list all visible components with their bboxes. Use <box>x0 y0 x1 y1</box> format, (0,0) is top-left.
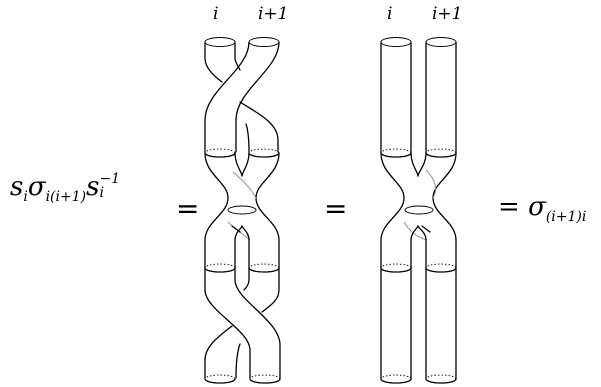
middle-straight-cobordism <box>380 37 457 384</box>
lower-cross-over-right <box>234 267 281 379</box>
s-inverse-symbol: s <box>86 172 100 202</box>
upper-cross-under-right-b <box>245 123 250 153</box>
equals-sign-3: = <box>498 192 520 222</box>
mid-top-right-circle <box>425 37 457 47</box>
s-inverse-superscript: −1 <box>99 171 121 187</box>
upper-cross-over-right <box>235 41 280 121</box>
sigma-right-symbol: σ <box>528 192 546 222</box>
upper-cross-over-left <box>204 41 250 153</box>
sigma-symbol: σ <box>27 172 46 202</box>
left-braided-cobordism <box>204 37 281 384</box>
sigma-right-subscript: (i+1)i <box>545 209 587 226</box>
strand-label-i1-mid: i+1 <box>432 4 463 24</box>
upper-cross-under-left <box>204 41 223 83</box>
neck-right-outer <box>255 152 280 241</box>
lower-cross-under-right <box>261 267 280 313</box>
formula-right: = σ(i+1)i <box>498 192 586 225</box>
strand-label-i1-left: i+1 <box>258 4 289 24</box>
lower-cross-under-left <box>204 325 233 379</box>
upper-cross-under-right <box>239 101 279 153</box>
equals-sign-2: = <box>324 192 348 225</box>
lower-cross-over-left <box>204 267 251 379</box>
top-right-circle <box>248 37 280 47</box>
sigma-subscript: i(i+1) <box>45 189 87 206</box>
s-subscript: i <box>23 189 28 206</box>
s-inverse-subscript: i <box>99 185 104 201</box>
equals-sign-1: = <box>176 192 200 225</box>
mid-top-left-circle <box>380 37 412 47</box>
strand-label-i-mid: i <box>387 4 393 24</box>
neck-left-outer <box>204 152 229 241</box>
top-left-circle <box>204 37 236 47</box>
mid-neck-waist-circle <box>404 205 434 215</box>
s-symbol: s <box>10 172 24 202</box>
neck-waist-circle <box>227 205 257 215</box>
strand-label-i-left: i <box>213 4 219 24</box>
upper-cross-under-left-b <box>234 41 241 71</box>
